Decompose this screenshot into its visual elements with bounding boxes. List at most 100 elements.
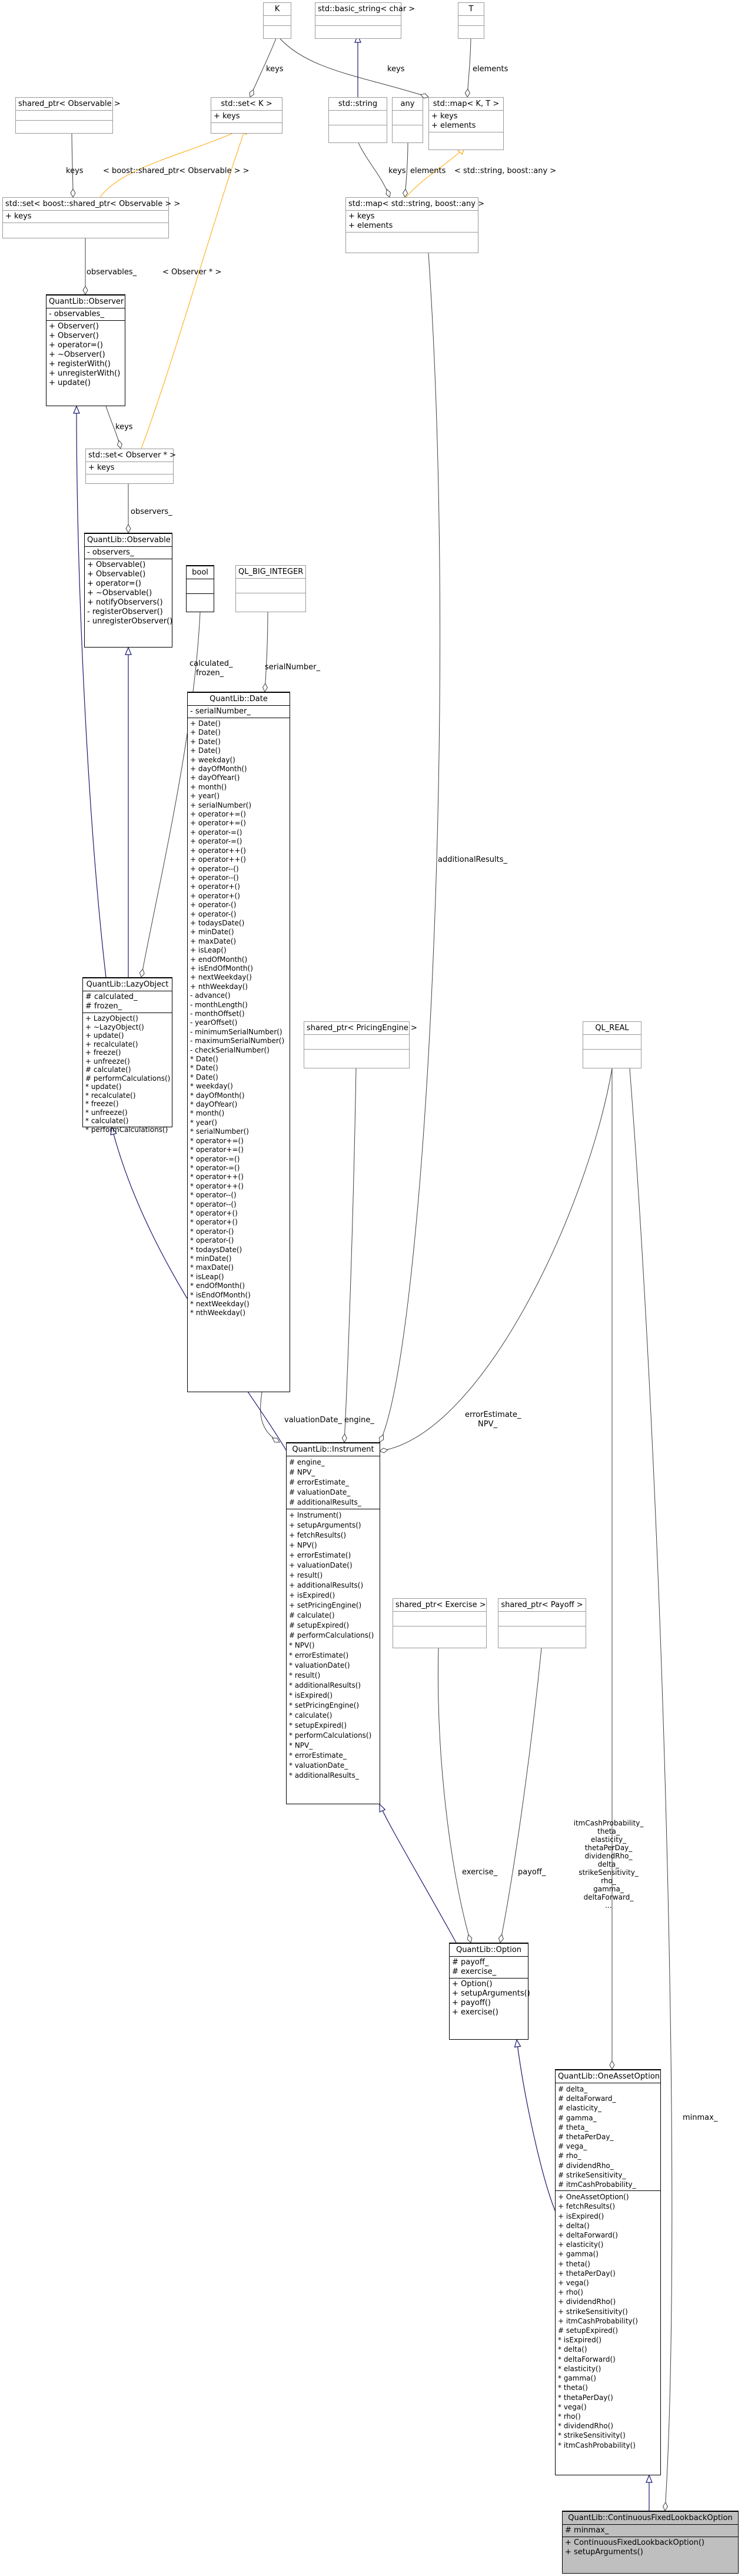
method: + registerWith() [49, 360, 111, 369]
method: + dayOfYear() [190, 774, 240, 782]
method: + gamma() [558, 2250, 599, 2259]
method: + recalculate() [85, 1040, 138, 1048]
class-title: any [400, 99, 415, 108]
class-set-observer-ptr[interactable]: std::set< Observer * > + keys [85, 449, 176, 484]
class-observable[interactable]: QuantLib::Observable - observers_ + Obse… [84, 533, 172, 648]
attributes: # minmax_ [563, 2524, 738, 2537]
method: + delta() [558, 2221, 590, 2230]
edge-keys-k-set [249, 35, 278, 98]
method: * rho() [558, 2412, 581, 2421]
method: + operator-=() [190, 837, 242, 846]
class-title: bool [187, 566, 214, 579]
methods: + ContinuousFixedLookbackOption() + setu… [563, 2537, 738, 2558]
attributes: # engine_# NPV_# errorEstimate_# valuati… [287, 1456, 380, 1509]
method: * performCalculations() [85, 1125, 168, 1134]
edge-label-additional-results: additionalResults_ [438, 855, 508, 864]
method: + nthWeekday() [190, 982, 248, 991]
class-shared-ptr-observable[interactable]: shared_ptr< Observable > [15, 97, 121, 134]
attribute: # frozen_ [85, 1002, 122, 1011]
method: + isExpired() [289, 1591, 335, 1599]
method: * itmCashProbability() [558, 2441, 636, 2449]
method: + dayOfMonth() [190, 765, 247, 774]
edge-label-shared-observable-template: < boost::shared_ptr< Observable > > [103, 167, 250, 175]
method: + setPricingEngine() [289, 1601, 362, 1609]
method: + ~LazyObject() [85, 1023, 144, 1031]
class-one-asset-option[interactable]: QuantLib::OneAssetOption # delta_# delta… [555, 2069, 661, 2475]
attribute: # theta_ [558, 2123, 589, 2132]
attribute: + keys [214, 112, 240, 121]
method: + minDate() [190, 928, 234, 937]
edge-template-set-shared [99, 127, 247, 198]
class-basic-string[interactable]: std::basic_string< char > [315, 2, 415, 39]
methods: + Instrument()+ setupArguments()+ fetchR… [287, 1509, 380, 1782]
class-date[interactable]: QuantLib::Date - serialNumber_ + Date()+… [187, 692, 290, 1392]
method: + operator++() [190, 846, 246, 855]
class-instrument[interactable]: QuantLib::Instrument # engine_# NPV_# er… [286, 1442, 380, 1804]
class-lazy-object[interactable]: QuantLib::LazyObject # calculated_ # fro… [82, 977, 172, 1134]
method: + Observer() [49, 322, 99, 331]
class-k[interactable]: K [263, 2, 291, 39]
method: + operator++() [190, 855, 246, 864]
edge-label-frozen: frozen_ [196, 669, 224, 678]
class-any[interactable]: any [392, 97, 423, 143]
method: * minDate() [190, 1254, 232, 1263]
class-title: QL_BIG_INTEGER [238, 567, 304, 576]
class-std-string[interactable]: std::string [328, 97, 387, 143]
method: + unregisterWith() [49, 369, 121, 378]
method: * operator-=() [190, 1163, 240, 1172]
method: + endOfMonth() [190, 955, 248, 964]
method: + weekday() [190, 755, 235, 764]
attribute: # additionalResults_ [289, 1498, 361, 1506]
attribute: # exercise_ [452, 1967, 497, 1976]
method: + NPV() [289, 1541, 317, 1549]
attribute: # payoff_ [452, 1958, 489, 1967]
method: + fetchResults() [289, 1531, 347, 1539]
edge-label-payoff: payoff_ [518, 1868, 546, 1877]
class-observer[interactable]: QuantLib::Observer - observables_ + Obse… [46, 294, 125, 406]
edge-calculated-frozen [139, 612, 201, 978]
method: * isExpired() [558, 2336, 602, 2345]
attribute: # calculated_ [85, 992, 138, 1001]
class-t[interactable]: T [458, 2, 484, 39]
method: * operator++() [190, 1173, 244, 1181]
edge-keys-k-map [277, 35, 429, 99]
method: * strikeSensitivity() [558, 2431, 626, 2440]
attribute: # engine_ [289, 1458, 325, 1466]
method: + LazyObject() [85, 1014, 138, 1023]
method: * freeze() [85, 1100, 119, 1108]
class-map-string-any[interactable]: std::map< std::string, boost::any > + ke… [345, 197, 484, 253]
method: * errorEstimate() [289, 1651, 349, 1659]
class-option[interactable]: QuantLib::Option # payoff_ # exercise_ +… [449, 1943, 530, 2040]
method: # calculate() [85, 1065, 131, 1074]
method: + setupArguments() [452, 1989, 530, 1998]
class-shared-ptr-payoff[interactable]: shared_ptr< Payoff > [498, 1598, 586, 1648]
class-title: shared_ptr< Payoff > [501, 1601, 583, 1609]
method: + exercise() [452, 2008, 498, 2017]
edge-label-minmax: minmax_ [683, 2113, 718, 2122]
method: + thetaPerDay() [558, 2269, 616, 2278]
class-bool[interactable]: bool [186, 565, 214, 612]
attribute: + keys [88, 463, 115, 472]
class-ql-big-integer[interactable]: QL_BIG_INTEGER [235, 565, 306, 612]
attribute: + keys [5, 212, 32, 221]
class-continuous-fixed-lookback-option[interactable]: QuantLib::ContinuousFixedLookbackOption … [562, 2511, 739, 2574]
class-ql-real[interactable]: QL_REAL [583, 1021, 641, 1068]
class-set-k[interactable]: std::set< K > + keys [211, 97, 282, 134]
class-shared-ptr-pricing-engine[interactable]: shared_ptr< PricingEngine > [304, 1021, 417, 1068]
method: + operator+() [190, 891, 240, 900]
method: * maxDate() [190, 1263, 234, 1272]
method: + operator-=() [190, 828, 242, 836]
class-set-shared-ptr-observable[interactable]: std::set< boost::shared_ptr< Observable … [2, 197, 180, 238]
attribute: + keys [348, 212, 375, 221]
edge-elements-any-map [402, 141, 408, 198]
method: * delta() [558, 2345, 587, 2354]
class-shared-ptr-exercise[interactable]: shared_ptr< Exercise > [393, 1598, 487, 1648]
method: * additionalResults_ [289, 1771, 359, 1780]
method: * operator--() [190, 1191, 237, 1200]
method: + elasticity() [558, 2240, 604, 2249]
class-map-k-t[interactable]: std::map< K, T > + keys + elements [428, 97, 504, 150]
attribute: # strikeSensitivity_ [558, 2170, 626, 2179]
edge-label-engine: engine_ [344, 1416, 374, 1425]
class-title: shared_ptr< PricingEngine > [307, 1024, 417, 1033]
method: + operator-() [190, 901, 237, 909]
